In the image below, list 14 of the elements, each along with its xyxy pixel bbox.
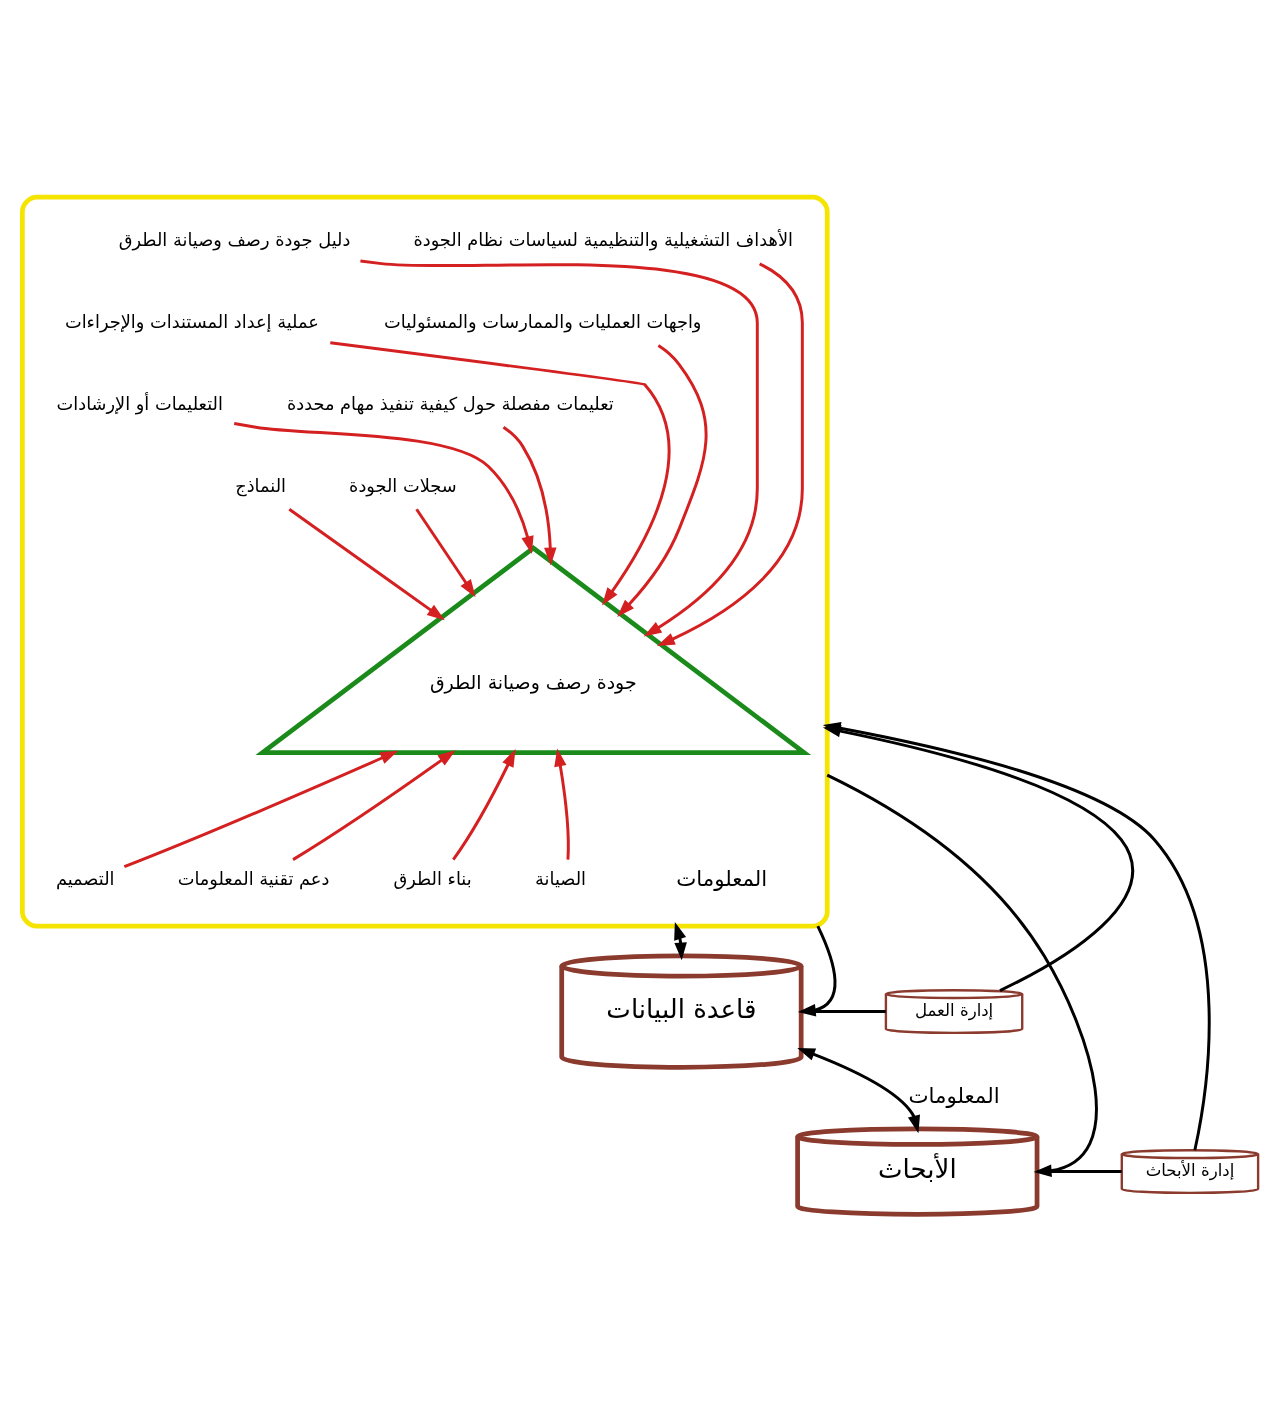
edge-label: المعلومات: [908, 1082, 1000, 1108]
node-text: التصميم: [55, 867, 115, 889]
node-text: دعم تقنية المعلومات: [177, 867, 330, 889]
node-text: تعليمات مفصلة حول كيفية تنفيذ مهام محددة: [286, 392, 614, 414]
node-text: سجلات الجودة: [349, 474, 457, 496]
node-text: بناء الطرق: [393, 867, 472, 889]
node-text: عملية إعداد المستندات والإجراءات: [64, 310, 319, 332]
node-text: دليل جودة رصف وصيانة الطرق: [118, 228, 351, 250]
node-text: الصيانة: [535, 867, 587, 889]
node-text: النماذج: [235, 474, 287, 496]
edge-label: المعلومات: [676, 865, 768, 891]
node-text: الأهداف التشغيلية والتنظيمية لسياسات نظام الجودة: [413, 228, 793, 250]
node-text: واجهات العمليات والممارسات والمسئوليات: [384, 310, 702, 332]
node-text: التعليمات أو الإرشادات: [56, 392, 223, 414]
